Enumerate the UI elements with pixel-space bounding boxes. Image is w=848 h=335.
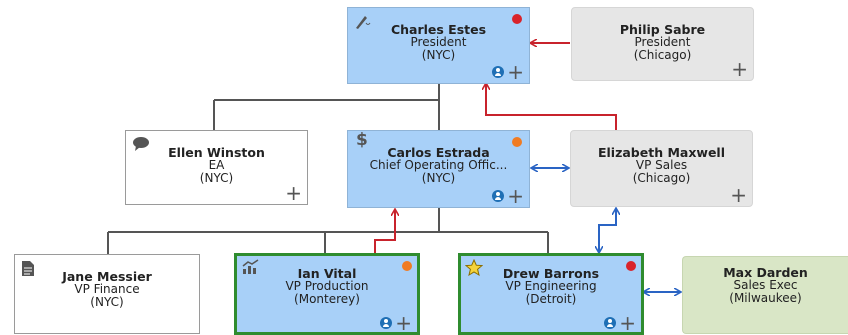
node-title: Sales Exec bbox=[733, 278, 798, 292]
node-location: (Monterey) bbox=[294, 292, 360, 306]
dollar-icon: $ bbox=[356, 130, 368, 150]
status-dot bbox=[512, 14, 522, 24]
person-icon[interactable] bbox=[492, 66, 504, 78]
node-name: Charles Estes bbox=[390, 22, 487, 37]
node-location: (Chicago) bbox=[632, 171, 691, 185]
add-icon[interactable]: + bbox=[619, 311, 636, 335]
add-icon[interactable]: + bbox=[730, 183, 747, 207]
chart-icon bbox=[242, 259, 260, 278]
node-name: Ellen Winston bbox=[168, 145, 265, 160]
node-title: EA bbox=[208, 158, 225, 172]
person-icon[interactable] bbox=[604, 317, 616, 329]
comment-icon bbox=[132, 136, 150, 155]
node-elizabeth-maxwell[interactable]: Elizabeth Maxwell VP Sales (Chicago) + bbox=[570, 130, 753, 207]
status-dot bbox=[402, 261, 412, 271]
link-ian-carlos bbox=[374, 210, 395, 255]
person-icon[interactable] bbox=[380, 317, 392, 329]
add-icon[interactable]: + bbox=[507, 60, 524, 84]
node-name: Drew Barrons bbox=[502, 266, 600, 281]
node-location: (NYC) bbox=[421, 171, 456, 185]
node-name: Jane Messier bbox=[62, 269, 152, 284]
person-icon[interactable] bbox=[492, 190, 504, 202]
node-ian-vital[interactable]: Ian Vital VP Production (Monterey) + bbox=[234, 253, 420, 335]
node-jane-messier[interactable]: Jane Messier VP Finance (NYC) bbox=[14, 254, 200, 334]
node-name: Philip Sabre bbox=[619, 22, 706, 37]
node-name: Ian Vital bbox=[297, 266, 357, 281]
node-name: Elizabeth Maxwell bbox=[597, 145, 725, 160]
node-philip-sabre[interactable]: Philip Sabre President (Chicago) + bbox=[571, 7, 754, 81]
pen-icon bbox=[354, 13, 372, 34]
node-drew-barrons[interactable]: Drew Barrons VP Engineering (Detroit) + bbox=[458, 253, 644, 335]
node-max-darden[interactable]: Max Darden Sales Exec (Milwaukee) bbox=[682, 256, 848, 334]
add-icon[interactable]: + bbox=[285, 181, 302, 205]
node-carlos-estrada[interactable]: $ Carlos Estrada Chief Operating Offic..… bbox=[347, 130, 530, 208]
node-title: VP Engineering bbox=[505, 279, 597, 293]
add-icon[interactable]: + bbox=[395, 311, 412, 335]
node-title: VP Sales bbox=[635, 158, 688, 172]
link-elizabeth-charles bbox=[486, 84, 617, 130]
node-location: (NYC) bbox=[421, 48, 456, 62]
star-icon bbox=[464, 258, 484, 279]
node-location: (Chicago) bbox=[633, 48, 692, 62]
node-location: (Milwaukee) bbox=[729, 291, 802, 305]
node-title: President bbox=[410, 35, 467, 49]
document-icon bbox=[21, 260, 35, 280]
node-location: (NYC) bbox=[199, 171, 234, 185]
node-name: Max Darden bbox=[723, 265, 808, 280]
node-name: Carlos Estrada bbox=[387, 145, 490, 160]
node-charles-estes[interactable]: Charles Estes President (NYC) + bbox=[347, 7, 530, 84]
status-dot bbox=[512, 137, 522, 147]
status-dot bbox=[626, 261, 636, 271]
node-ellen-winston[interactable]: Ellen Winston EA (NYC) + bbox=[125, 130, 308, 205]
add-icon[interactable]: + bbox=[507, 184, 524, 208]
node-location: (Detroit) bbox=[525, 292, 577, 306]
node-title: Chief Operating Offic... bbox=[369, 158, 508, 172]
node-title: VP Production bbox=[285, 279, 369, 293]
node-title: VP Finance bbox=[74, 282, 140, 296]
link-elizabeth-drew bbox=[599, 209, 616, 252]
node-title: President bbox=[634, 35, 691, 49]
node-location: (NYC) bbox=[90, 295, 124, 309]
add-icon[interactable]: + bbox=[731, 57, 748, 81]
